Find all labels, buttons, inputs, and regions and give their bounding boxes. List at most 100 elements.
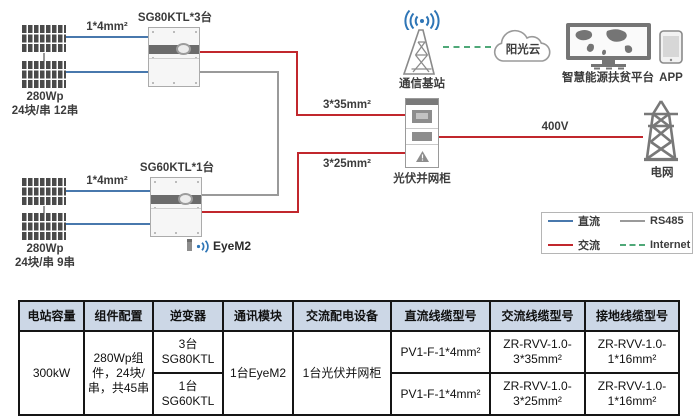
header-inverter: 逆变器 <box>152 300 224 332</box>
dc-cable1-label: 1*4mm² <box>86 21 128 33</box>
cloud-group: 阳光云 <box>489 26 557 68</box>
rs485-line <box>277 71 279 196</box>
header-dc-cable: 直流线缆型号 <box>390 300 491 332</box>
cell-capacity: 300kW <box>18 330 85 416</box>
solar-panel-icon <box>22 213 66 240</box>
inverter-display <box>176 42 191 55</box>
base-station-tower-icon <box>402 29 436 75</box>
cell-inverter-1: 3台 SG80KTL <box>152 330 224 374</box>
world-map <box>575 29 633 55</box>
internet-line <box>443 46 491 48</box>
inverter-seam <box>149 58 199 59</box>
header-module-config: 组件配置 <box>83 300 154 332</box>
wireless-icon <box>196 240 209 253</box>
rs485-line-sample <box>620 220 645 222</box>
table-row: 300kW 280Wp组件，24块/串，共45串 3台 SG80KTL 1台Ey… <box>18 330 680 416</box>
inverter1-icon <box>148 27 200 87</box>
system-diagram: 280Wp 24块/串 12串 280Wp 24块/串 9串 1*4mm² 1*… <box>0 9 693 271</box>
warning-triangle-icon <box>415 150 429 162</box>
ac-line <box>202 211 299 213</box>
legend-item-ac: 交流 <box>548 237 620 253</box>
platform-monitor-icon <box>566 23 651 70</box>
app-label: APP <box>659 72 683 84</box>
dc-line-sample <box>548 220 573 222</box>
string-link-dashed <box>43 53 45 61</box>
pv-array2-config: 24块/串 9串 <box>14 257 76 270</box>
header-ac-equipment: 交流配电设备 <box>292 300 392 332</box>
dc-line <box>66 36 148 38</box>
legend: 直流 RS485 交流 Internet <box>541 212 693 254</box>
cell-module-config: 280Wp组件，24块/串，共45串 <box>83 330 154 416</box>
ac-cable1-label: 3*35mm² <box>323 99 371 111</box>
table-header-row: 电站容量 组件配置 逆变器 通讯模块 交流配电设备 直流线缆型号 交流线缆型号 … <box>18 300 680 332</box>
cell-ground-cable-2: ZR-RVV-1.0-1*16mm² <box>584 372 680 416</box>
header-comm-module: 通讯模块 <box>222 300 294 332</box>
pv-array1-power: 280Wp <box>26 91 64 103</box>
grid-label: 电网 <box>650 167 674 179</box>
platform-label: 智慧能源扶贫平台 <box>562 72 654 84</box>
ac-line <box>296 114 406 116</box>
pv-array2-label: 280Wp 24块/串 9串 <box>0 242 90 271</box>
eyem2-antenna-icon <box>187 239 192 251</box>
header-capacity: 电站容量 <box>18 300 85 332</box>
legend-ac-label: 交流 <box>578 240 600 252</box>
legend-item-rs485: RS485 <box>620 213 690 229</box>
ac-line <box>297 152 299 213</box>
rs485-line <box>200 71 279 73</box>
solar-panel-icon <box>22 25 66 52</box>
inverter1-label: SG80KTL*3台 <box>137 12 213 24</box>
cell-ground-cable-1: ZR-RVV-1.0-1*16mm² <box>584 330 680 374</box>
inverter-display-band <box>149 42 199 55</box>
wireless-signal-icon <box>404 9 440 30</box>
header-ground-cable: 接地线缆型号 <box>584 300 680 332</box>
cell-comm-module: 1台EyeM2 <box>222 330 294 416</box>
cell-ac-equipment: 1台光伏并网柜 <box>292 330 392 416</box>
solar-panel-icon <box>22 178 66 205</box>
legend-dc-label: 直流 <box>578 216 600 228</box>
dc-line <box>66 71 148 73</box>
ac-line <box>297 152 406 154</box>
phone-icon <box>659 30 683 64</box>
legend-internet-label: Internet <box>650 239 691 251</box>
dc-cable2-label: 1*4mm² <box>86 175 128 187</box>
base-station-label: 通信基站 <box>399 78 445 90</box>
inverter2-icon <box>150 177 202 237</box>
cabinet-label: 光伏并网柜 <box>393 173 451 185</box>
string-link-dashed <box>43 206 45 214</box>
legend-rs485-label: RS485 <box>650 215 684 227</box>
eyem2-label: EyeM2 <box>213 239 252 253</box>
cell-inverter-2: 1台 SG60KTL <box>152 372 224 416</box>
header-ac-cable: 交流线缆型号 <box>489 300 586 332</box>
cabinet-meter <box>412 110 432 123</box>
cabinet-meter-section <box>406 105 438 129</box>
pv-array2-power: 280Wp <box>26 243 64 255</box>
solar-panel-icon <box>22 61 66 88</box>
pv-grid-cabinet-icon <box>405 98 439 168</box>
cloud-icon <box>493 29 551 62</box>
ac-line <box>296 51 298 116</box>
cloud-label: 阳光云 <box>505 44 541 56</box>
cell-dc-cable-1: PV1-F-1*4mm² <box>390 330 491 374</box>
ac-line <box>200 51 298 53</box>
pv-array1-config: 24块/串 12串 <box>11 105 79 118</box>
dc-line <box>66 190 150 192</box>
grid-tower-icon <box>644 100 678 162</box>
table-row: 1台 SG60KTL PV1-F-1*4mm² ZR-RVV-1.0-3*25m… <box>19 372 680 416</box>
cabinet-breaker-section <box>406 129 438 145</box>
ac-line-sample <box>548 244 573 246</box>
legend-item-dc: 直流 <box>548 213 620 229</box>
pv-array1-label: 280Wp 24块/串 12串 <box>0 90 90 119</box>
inverter-display-band <box>151 192 201 205</box>
cabinet-top-strip <box>406 99 438 105</box>
inverter2-label: SG60KTL*1台 <box>139 162 215 174</box>
dc-line <box>66 223 150 225</box>
rs485-line <box>202 194 279 196</box>
cell-ac-cable-1: ZR-RVV-1.0-3*35mm² <box>489 330 586 374</box>
cell-ac-cable-2: ZR-RVV-1.0-3*25mm² <box>489 372 586 416</box>
ac-cable2-label: 3*25mm² <box>323 158 371 170</box>
cell-dc-cable-2: PV1-F-1*4mm² <box>390 372 491 416</box>
voltage-label: 400V <box>541 121 569 133</box>
cabinet-breaker <box>412 132 432 141</box>
ac-line-400v <box>439 136 643 138</box>
